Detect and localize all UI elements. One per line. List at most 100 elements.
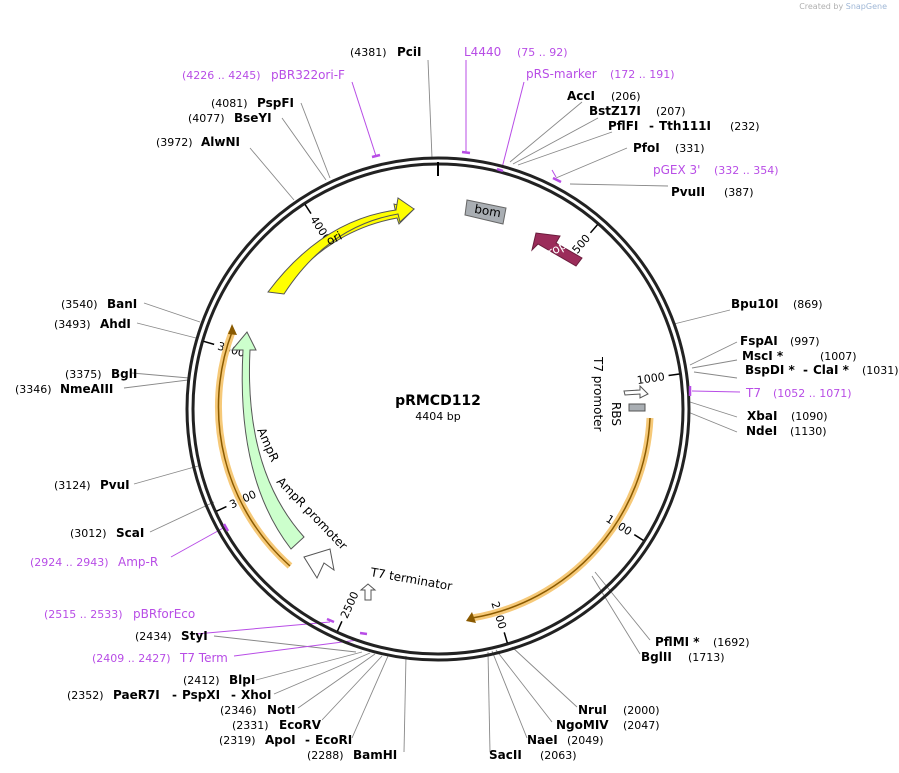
tick-mark [216,505,227,512]
site-ahdi: AhdI [100,317,131,331]
site-coord-styi: (2434) [135,630,172,643]
site-coord-bamhi: (2288) [307,749,344,762]
site-bspdi: BspDI * [745,363,795,377]
site-pspxi: PspXI [182,688,220,702]
site-bglii: BglII [641,650,672,664]
site-bstz17i: BstZ17I [589,104,641,118]
site-coord-pspfi: (4081) [211,97,248,110]
site-sep-apoi: - [305,733,310,747]
tick-mark [336,620,343,632]
rbs-feature [628,403,646,412]
site-coord-bani: (3540) [61,298,98,311]
site-pflfi: PflFI [608,119,638,133]
tick-marks [203,204,680,644]
site-coord-bstz17i: (207) [656,105,686,118]
backbone-outer [185,156,691,662]
t7-terminator-feature [359,583,377,601]
site-paer7i: PaeR7I [113,688,160,702]
site-apoi: ApoI [265,733,296,747]
site-pfoi: PfoI [633,141,660,155]
site-styi: StyI [181,629,208,643]
primer-range-pbr322ori: (4226 .. 4245) [182,69,261,82]
site-ecori: EcoRI [315,733,352,747]
primer-marks [222,150,692,636]
site-coord-nmeaiii: (3346) [15,383,52,396]
primer-pgex3: pGEX 3' [653,163,700,177]
primer-prs-marker: pRS-marker [526,67,597,81]
primer-range-t7: (1052 .. 1071) [773,387,852,400]
ori-label: ori [324,229,344,249]
site-ngomiv: NgoMIV [556,718,609,732]
site-coord-ngomiv: (2047) [623,719,660,732]
site-coord-bglii: (1713) [688,651,725,664]
primer-range-t7term: (2409 .. 2427) [92,652,171,665]
primer-range-pgex3: (332 .. 354) [714,164,779,177]
site-coord-scai: (3012) [70,527,107,540]
ori-arrow [267,197,415,295]
site-coord-apoi: (2319) [219,734,256,747]
rbs-label: RBS [609,402,623,426]
site-coord-pfoi: (331) [675,142,705,155]
t7-promoter-label: T7 promoter [591,356,605,432]
site-coord-noti: (2346) [220,704,257,717]
site-pflmi: PflMI * [655,635,700,649]
site-ecorv: EcoRV [279,718,322,732]
highlight-arrowhead-bottom [466,612,476,623]
site-coord-pcii: (4381) [350,46,387,59]
bom-feature [464,199,507,225]
site-pspfi: PspFI [257,96,294,110]
plasmid-length: 4404 bp [415,410,460,423]
site-coord-bpu10i: (869) [793,298,823,311]
tick-mark [304,204,312,215]
site-coord-ndei: (1130) [790,425,827,438]
site-blpi: BlpI [229,673,255,687]
site-coord-fspai: (997) [790,335,820,348]
t7-terminator-label: T7 terminator [368,565,453,593]
site-coord-naei: (2049) [567,734,604,747]
site-ndei: NdeI [746,424,777,438]
site-coord-bgli: (3375) [65,368,102,381]
site-coord-alwni: (3972) [156,136,193,149]
site-tth111i: Tth111I [659,119,711,133]
site-coord-paer7i: (2352) [67,689,104,702]
site-xbai: XbaI [747,409,777,423]
site-noti: NotI [267,703,296,717]
credit-prefix: Created by [799,2,844,11]
site-fspai: FspAI [740,334,778,348]
site-sep-pflfi: - [649,119,654,133]
primer-amp-r: Amp-R [118,555,158,569]
rop-feature [531,232,583,267]
tick-mark [203,340,215,346]
snapgene-brand: SnapGene [845,2,887,11]
site-coord-pvui: (3124) [54,479,91,492]
site-bamhi: BamHI [353,748,397,762]
primer-range-l4440: (75 .. 92) [517,46,568,59]
site-coord-pflmi: (1692) [713,636,750,649]
ori-highlight-left-line [217,331,291,567]
site-sep-pspxi: - [231,688,236,702]
site-acci: AccI [567,89,595,103]
site-msci: MscI * [742,349,784,363]
site-scai: ScaI [116,526,144,540]
tick-mark [503,632,509,644]
site-coord-msci: (1007) [820,350,857,363]
ampr-feature [230,331,305,550]
primer-range-ampr: (2924 .. 2943) [30,556,109,569]
site-coord-pvuii: (387) [724,186,754,199]
site-xhoi: XhoI [241,688,272,702]
tick-label: 1000 [636,370,666,387]
site-naei: NaeI [527,733,558,747]
primer-pbr322ori-f: pBR322ori-F [271,68,345,82]
site-coord-bseyi: (4077) [188,112,225,125]
site-pvuii: PvuII [671,185,705,199]
primer-pbrforeco: pBRforEco [133,607,195,621]
primer-l4440: L4440 [464,45,501,59]
site-coord-nrui: (2000) [623,704,660,717]
site-leader-lines [123,59,738,753]
site-coord-blpi: (2412) [183,674,220,687]
site-coord-acci: (206) [611,90,641,103]
site-alwni: AlwNI [201,135,240,149]
ampr-promoter-arrow [303,548,335,580]
snapgene-credit: Created by SnapGene [799,2,887,11]
